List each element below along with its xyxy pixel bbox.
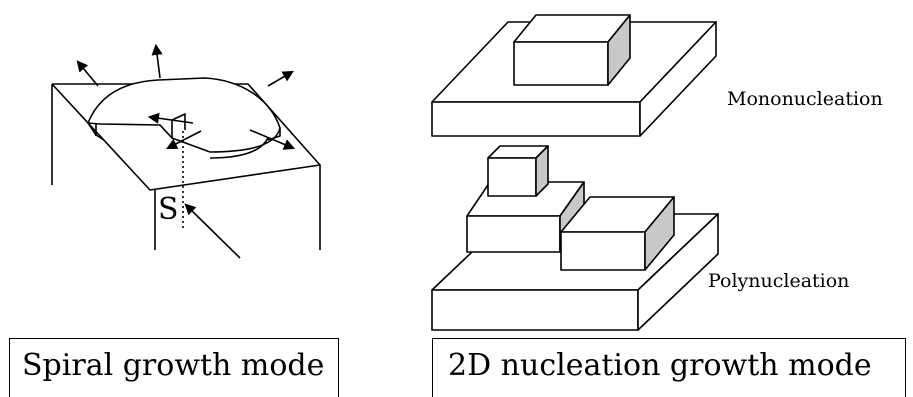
spiral-caption-box <box>9 338 339 397</box>
polynucleation-stack <box>431 145 719 331</box>
nucleation-caption: 2D nucleation growth mode <box>448 348 872 383</box>
mononucleation-label: Mononucleation <box>727 88 883 110</box>
screw-dislocation-label: S <box>158 192 179 227</box>
growth-arrow <box>76 60 99 87</box>
growth-arrow <box>151 43 163 79</box>
nucleation-caption-box <box>432 338 906 397</box>
mononucleation-stack <box>431 14 717 137</box>
growth-arrow <box>147 112 194 124</box>
spiral-step <box>87 77 281 159</box>
spiral-caption: Spiral growth mode <box>22 348 325 383</box>
growth-arrow <box>267 70 294 87</box>
growth-arrow <box>249 129 296 150</box>
growth-arrow <box>166 130 202 150</box>
growth-arrows <box>76 43 296 259</box>
screw-pointer-arrow <box>184 203 241 259</box>
polynucleation-label: Polynucleation <box>708 270 850 292</box>
